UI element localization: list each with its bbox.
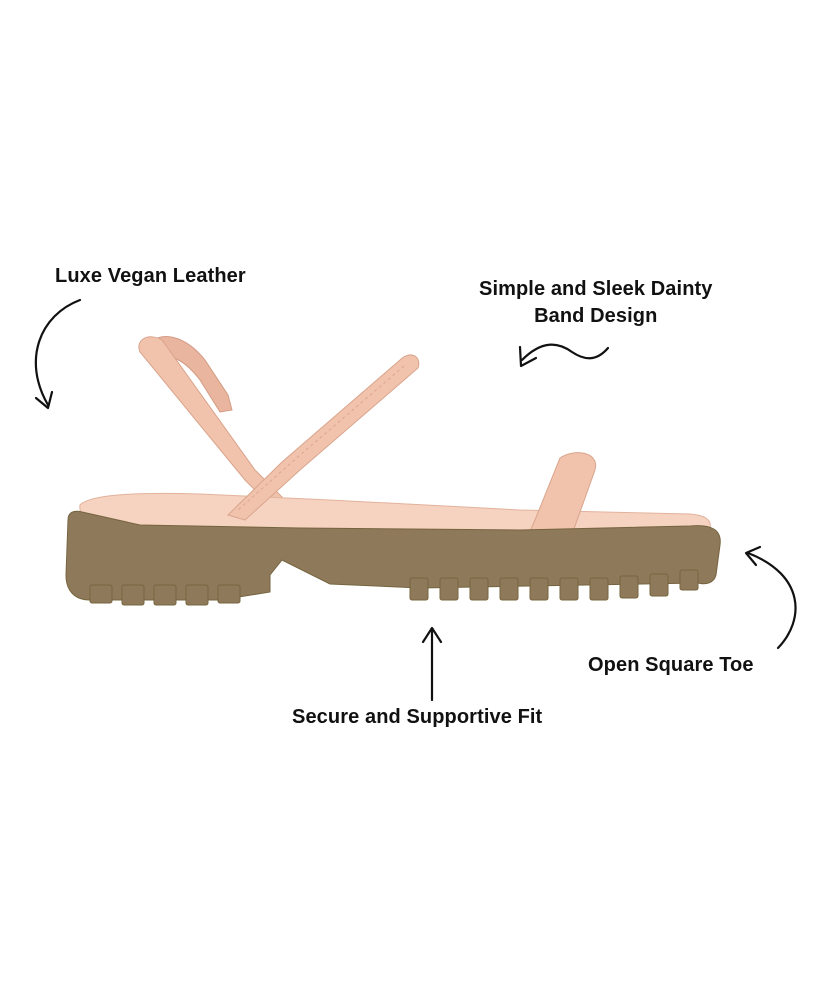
lug <box>439 577 459 601</box>
callout-secure-fit: Secure and Supportive Fit <box>292 706 543 728</box>
arrow-toe-icon <box>746 551 797 650</box>
callout-band-line-1: Simple and Sleek Dainty <box>479 278 713 300</box>
callout-band-design: Simple and Sleek Dainty Band Design <box>479 276 713 330</box>
ankle-strap-stitch <box>237 365 405 511</box>
lug <box>559 577 579 601</box>
arrow-toe-head-icon <box>744 545 762 567</box>
arrow-band-icon <box>520 343 610 362</box>
sole-lugs <box>89 569 699 606</box>
lug <box>649 573 669 597</box>
lug <box>499 577 519 601</box>
arrow-leather-head-icon <box>34 390 54 410</box>
lug <box>679 569 699 591</box>
lug <box>89 584 113 604</box>
lug <box>153 584 177 606</box>
lug <box>529 577 549 601</box>
ankle-strap <box>227 354 420 521</box>
callout-luxe-vegan-leather: Luxe Vegan Leather <box>55 265 246 287</box>
lug <box>185 584 209 606</box>
lug <box>217 584 241 604</box>
callout-band-line-2: Band Design <box>534 305 658 327</box>
lug <box>409 577 429 601</box>
lug <box>121 584 145 606</box>
lug <box>619 575 639 599</box>
arrow-fit-head-icon <box>421 626 443 644</box>
sole <box>65 510 721 601</box>
lug <box>469 577 489 601</box>
arrow-leather-icon <box>34 298 82 407</box>
callout-open-square-toe: Open Square Toe <box>588 654 754 676</box>
lug <box>589 577 609 601</box>
arrow-band-head-icon <box>518 345 538 368</box>
